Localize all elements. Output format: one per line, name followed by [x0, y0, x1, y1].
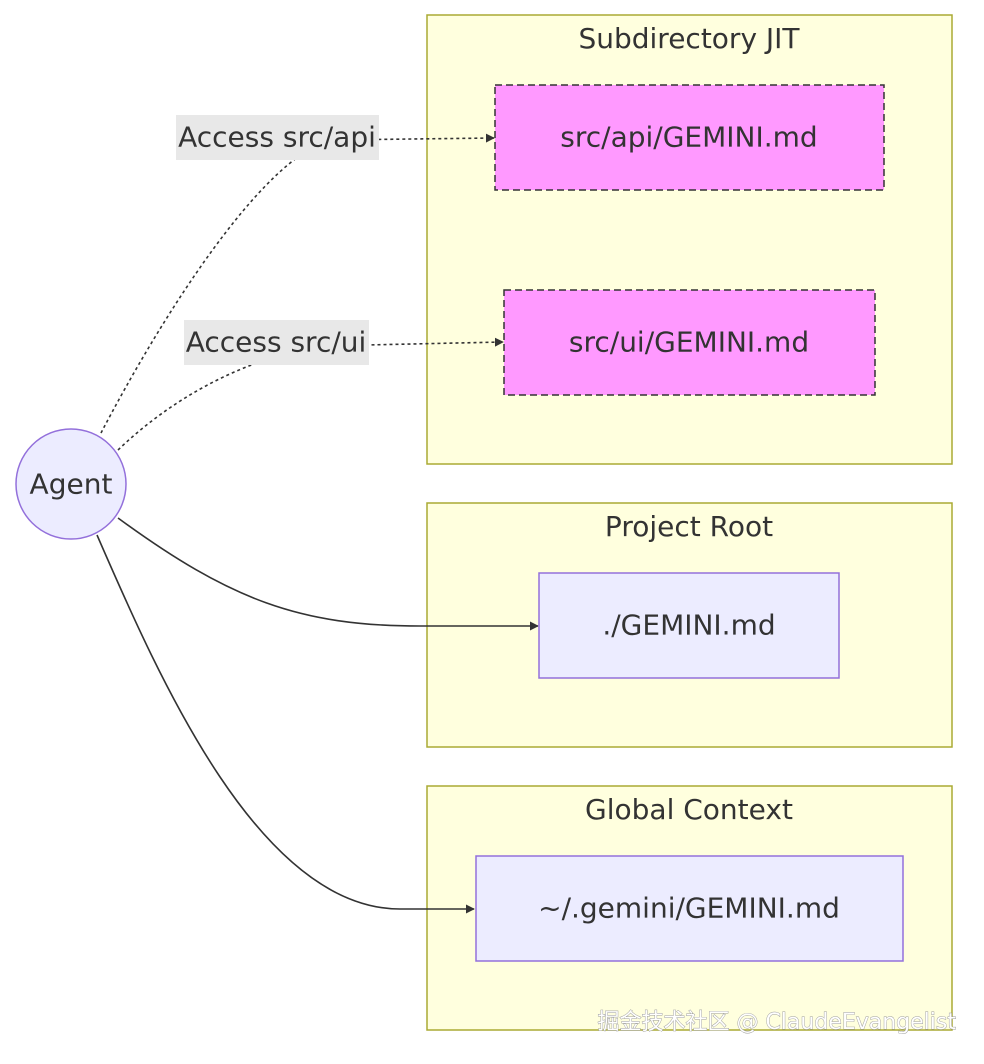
node-src-api-gemini-label: src/api/GEMINI.md	[560, 121, 817, 154]
node-global-gemini-label: ~/.gemini/GEMINI.md	[538, 892, 840, 925]
edge-agent-to-root	[117, 517, 539, 631]
node-agent[interactable]: Agent	[15, 428, 127, 540]
node-root-gemini-label: ./GEMINI.md	[602, 609, 775, 642]
watermark: 掘金技术社区 @ ClaudeEvangelist	[597, 1010, 956, 1035]
edge-label-access-ui-text: Access src/ui	[186, 326, 367, 359]
subgraph-subdirectory-jit: Subdirectory JIT	[426, 14, 953, 465]
edge-label-access-api-text: Access src/api	[178, 121, 376, 154]
node-src-ui-gemini[interactable]: src/ui/GEMINI.md	[503, 289, 876, 396]
edge-label-access-api: Access src/api	[176, 115, 379, 160]
edge-label-access-ui: Access src/ui	[184, 320, 369, 365]
node-global-gemini[interactable]: ~/.gemini/GEMINI.md	[475, 855, 904, 962]
subgraph-title-project-root: Project Root	[605, 510, 773, 543]
node-src-ui-gemini-label: src/ui/GEMINI.md	[569, 326, 809, 359]
node-src-api-gemini[interactable]: src/api/GEMINI.md	[494, 84, 885, 191]
subgraph-title-subdirectory-jit: Subdirectory JIT	[578, 22, 800, 55]
node-root-gemini[interactable]: ./GEMINI.md	[538, 572, 840, 679]
edge-agent-to-global	[96, 534, 475, 914]
subgraph-title-global-context: Global Context	[585, 793, 793, 826]
node-agent-label: Agent	[30, 468, 113, 501]
